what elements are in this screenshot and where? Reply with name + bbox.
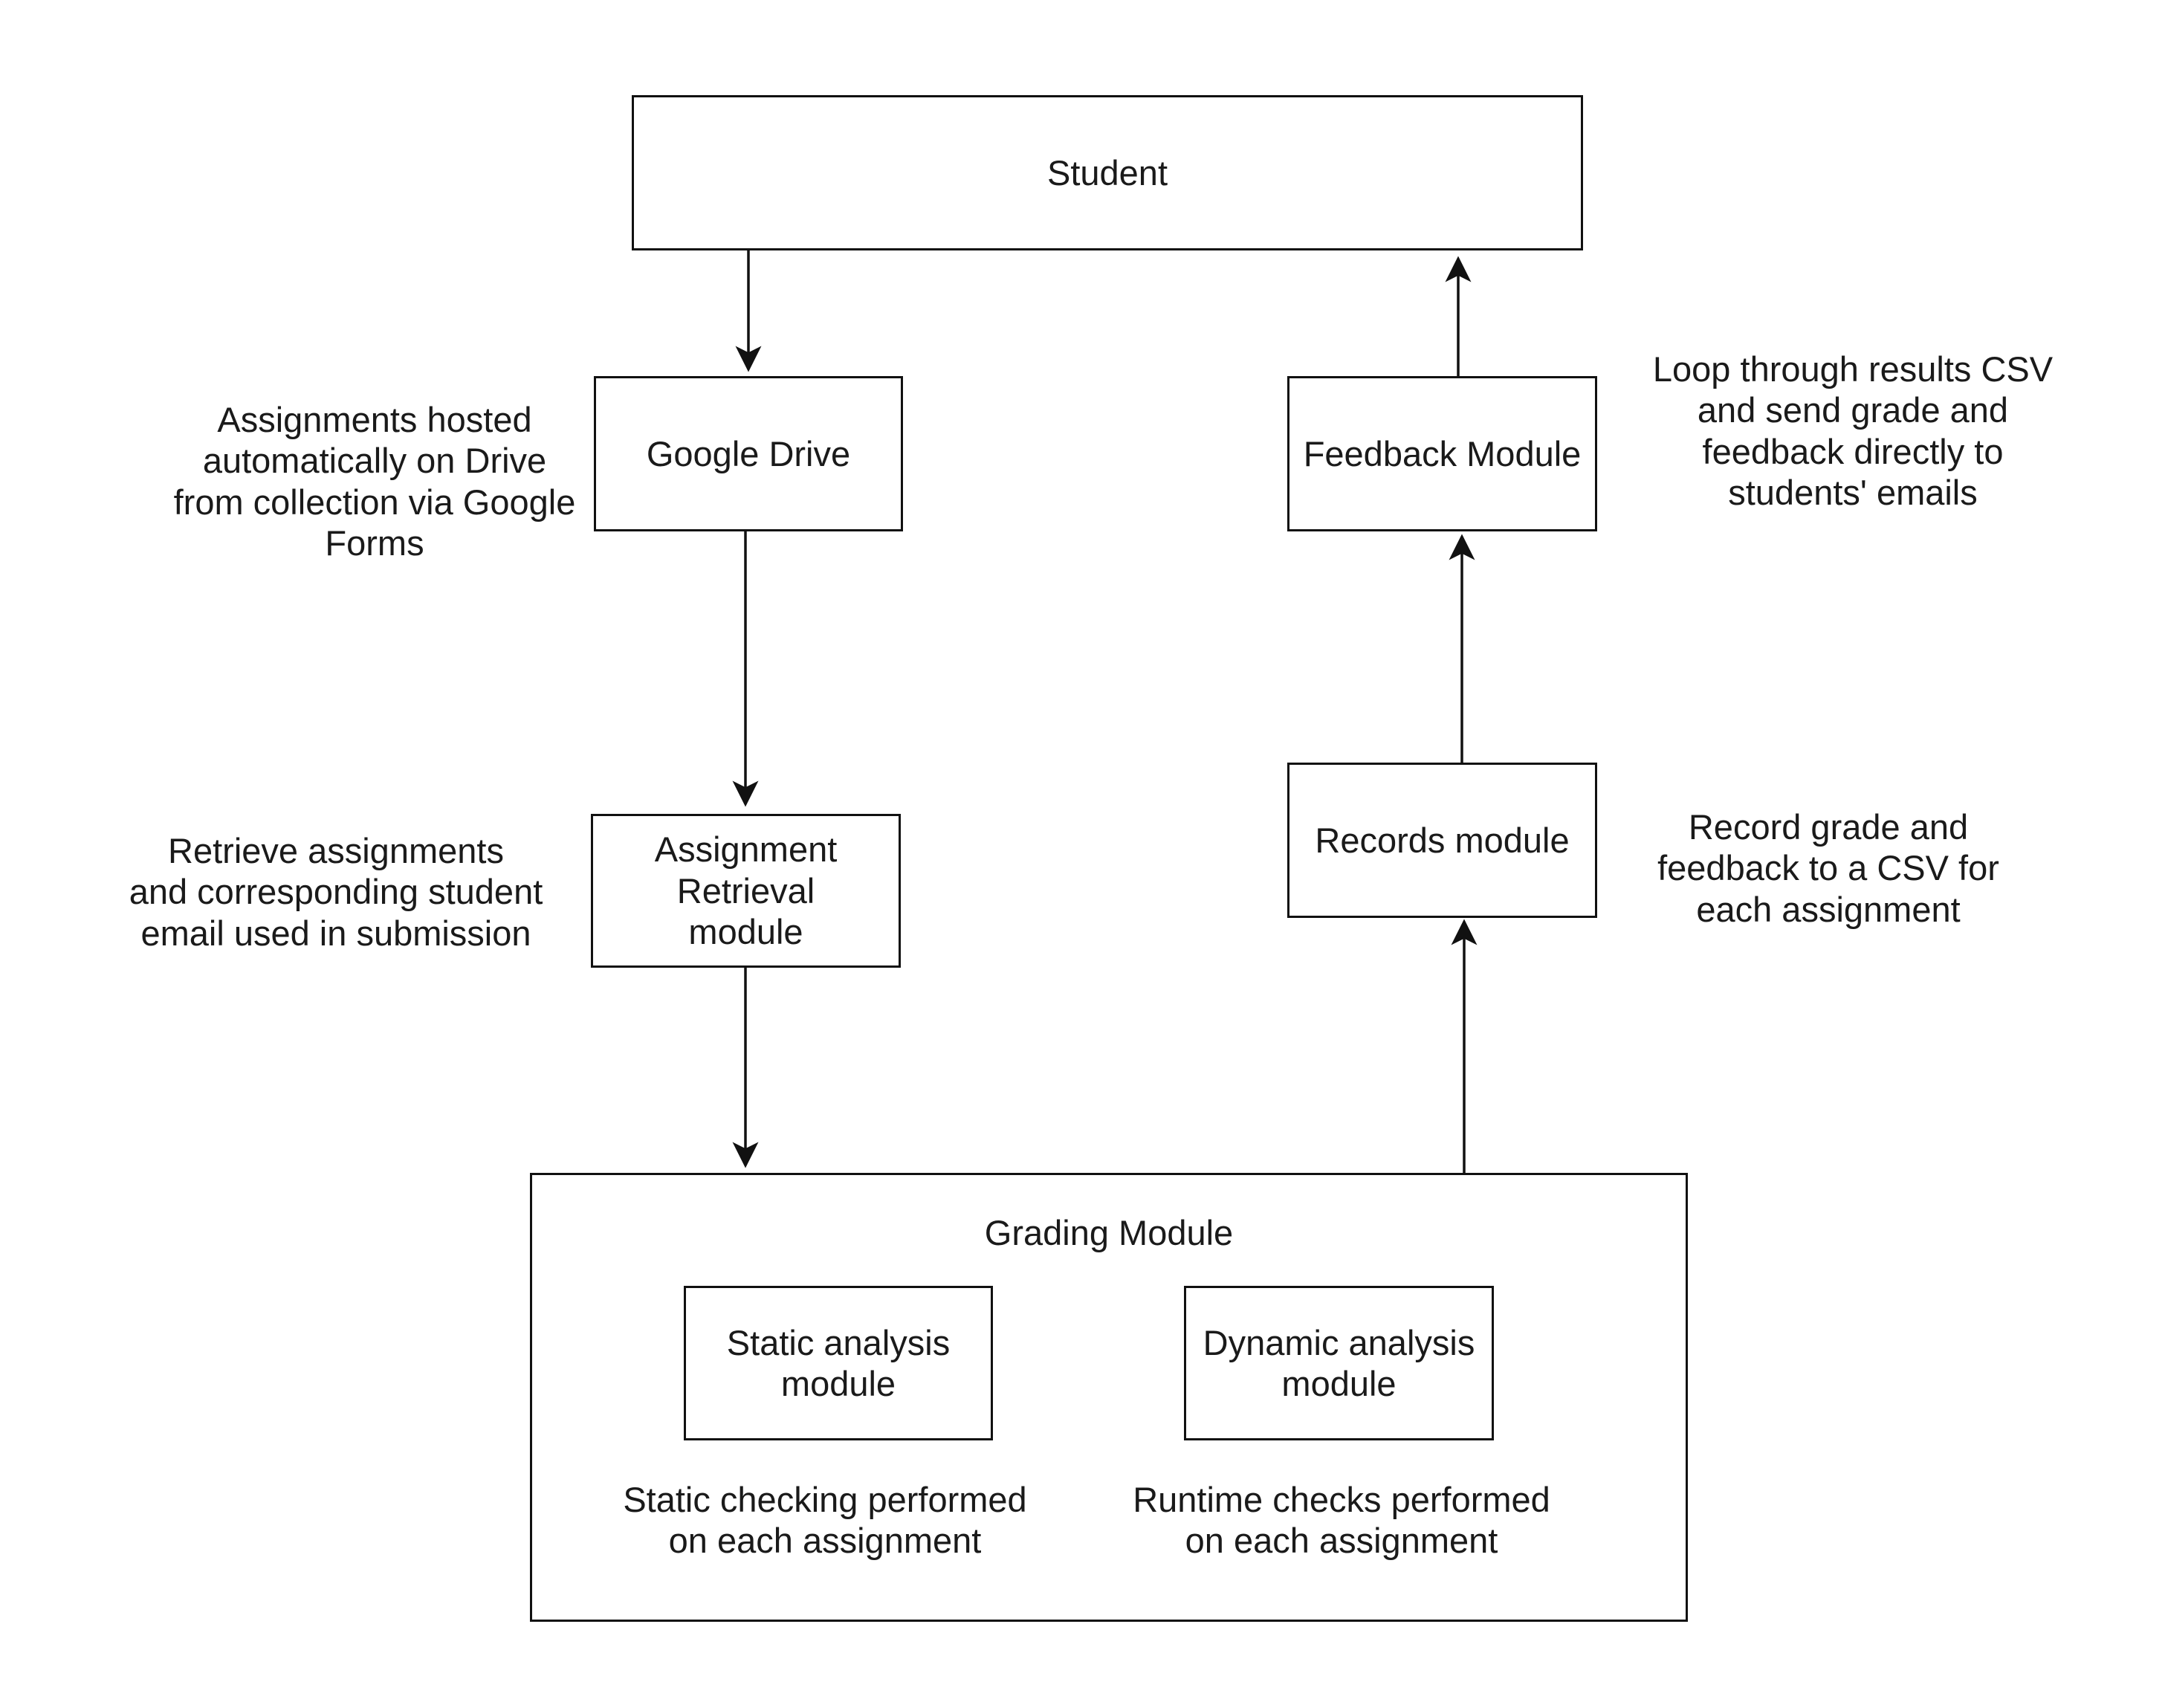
student-box: Student bbox=[632, 95, 1583, 250]
retrieval-note: Retrieve assignments and corresponding s… bbox=[129, 831, 543, 953]
feedback-module-box: Feedback Module bbox=[1287, 376, 1597, 531]
dynamic-analysis-box: Dynamic analysis module bbox=[1184, 1286, 1494, 1440]
grading-module-box: Grading Module bbox=[530, 1173, 1688, 1622]
assignment-retrieval-label: Assignment Retrieval module bbox=[654, 829, 838, 952]
feedback-note: Loop through results CSV and send grade … bbox=[1652, 349, 2054, 513]
records-module-box: Records module bbox=[1287, 763, 1597, 918]
dynamic-note: Runtime checks performed on each assignm… bbox=[1133, 1480, 1550, 1561]
static-analysis-label: Static analysis module bbox=[726, 1322, 951, 1403]
dynamic-analysis-label: Dynamic analysis module bbox=[1203, 1322, 1475, 1403]
google-drive-label: Google Drive bbox=[646, 433, 851, 473]
assignment-retrieval-box: Assignment Retrieval module bbox=[591, 814, 901, 968]
google-drive-box: Google Drive bbox=[594, 376, 903, 531]
records-note: Record grade and feedback to a CSV for e… bbox=[1657, 807, 1999, 929]
records-module-label: Records module bbox=[1315, 820, 1570, 860]
student-label: Student bbox=[1046, 152, 1168, 193]
drive-note: Assignments hosted automatically on Driv… bbox=[173, 400, 576, 563]
static-analysis-box: Static analysis module bbox=[684, 1286, 993, 1440]
static-note: Static checking performed on each assign… bbox=[623, 1480, 1027, 1561]
feedback-module-label: Feedback Module bbox=[1303, 433, 1582, 473]
grading-module-label: Grading Module bbox=[984, 1213, 1234, 1252]
